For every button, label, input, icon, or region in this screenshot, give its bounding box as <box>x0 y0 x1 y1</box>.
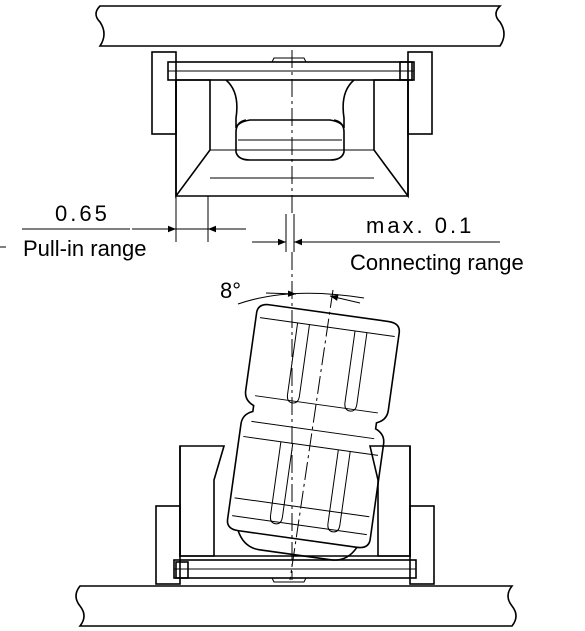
connecting-caption: Connecting range <box>350 250 524 275</box>
connecting-value: max. 0.1 <box>366 213 474 238</box>
angle-label: 8° <box>220 278 241 303</box>
connecting-dimension: max. 0.1 Connecting range <box>252 213 524 275</box>
bottom-panel <box>75 585 517 627</box>
center-lines <box>289 50 334 581</box>
angle-dimension: 8° <box>220 278 365 305</box>
tilted-plug <box>226 303 401 561</box>
pull-in-value: 0.65 <box>55 201 110 226</box>
bottom-housing <box>155 445 435 585</box>
pull-in-dimension: 0.65 Pull-in range <box>0 196 246 261</box>
pull-in-caption: Pull-in range <box>23 236 147 261</box>
top-panel <box>95 5 505 47</box>
top-housing <box>151 51 433 199</box>
